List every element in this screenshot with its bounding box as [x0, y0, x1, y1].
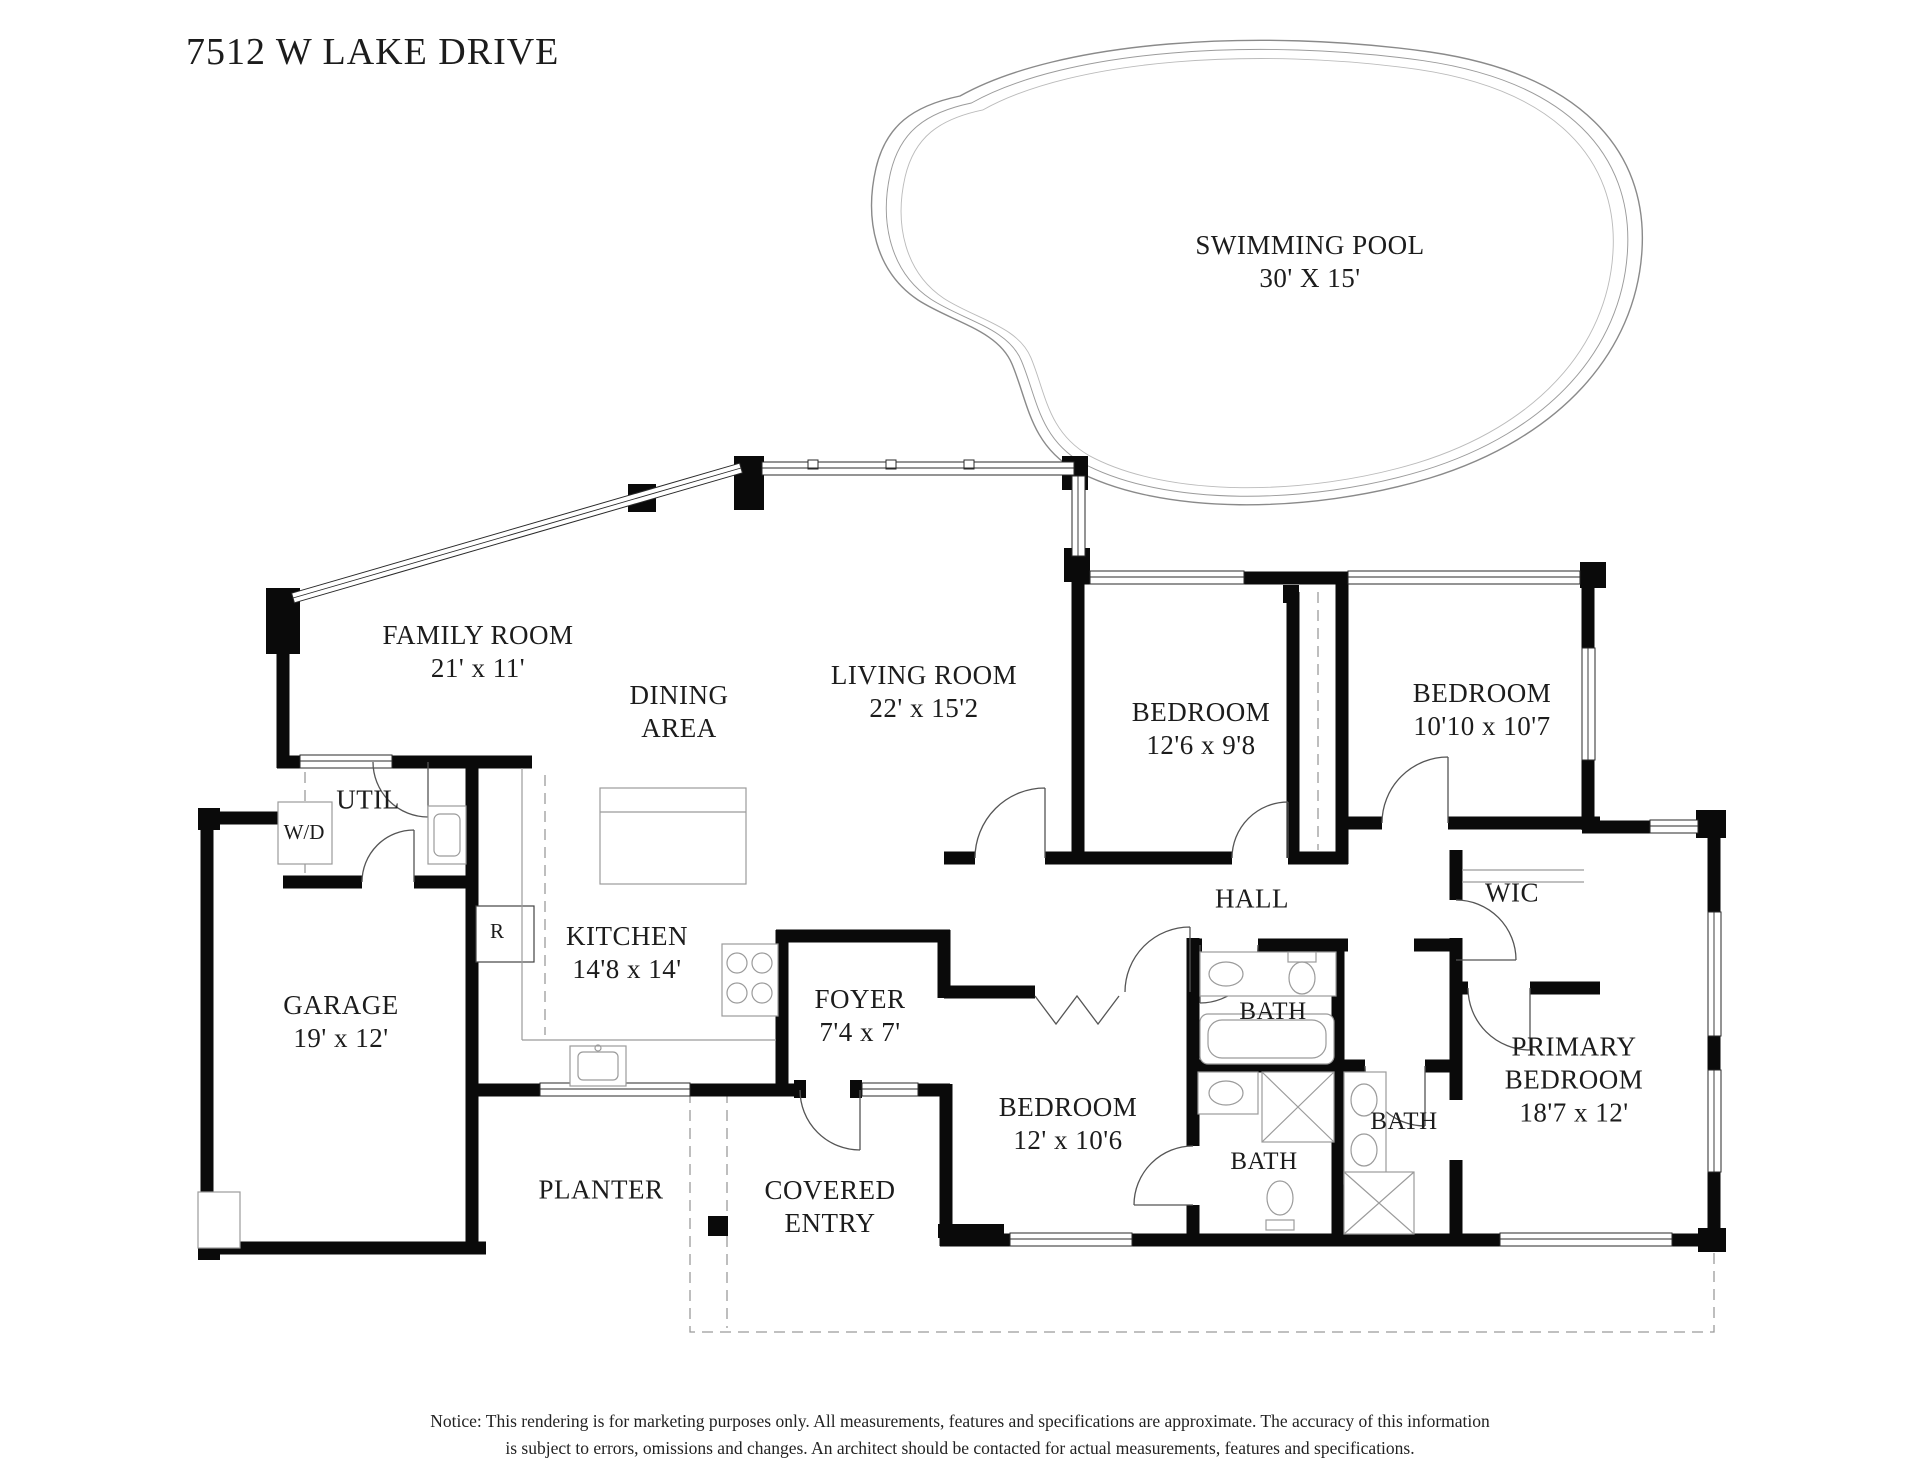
room-label-util: UTIL [336, 784, 400, 815]
refrigerator-label: R [489, 919, 504, 944]
washer-dryer-box [277, 801, 333, 865]
wic-shelves [1462, 869, 1584, 883]
room-label-hall: HALL [1215, 883, 1289, 914]
room-label-bedroom-b: BEDROOM 10'10 x 10'7 [1412, 678, 1552, 741]
room-label-primary-bedroom: PRIMARY BEDROOM 18'7 x 12' [1504, 1031, 1644, 1128]
porch-dashed-outline [304, 592, 1715, 1333]
room-label-bath-guest: BATH [1230, 1147, 1298, 1175]
window-mullions [292, 467, 1715, 1240]
plan-title: 7512 W LAKE DRIVE [186, 31, 560, 73]
room-label-bedroom-c: BEDROOM 12' x 10'6 [998, 1092, 1138, 1155]
pool-dims: 30' X 15' [1259, 263, 1361, 293]
room-label-living-room: LIVING ROOM 22' x 15'2 [830, 660, 1018, 723]
room-label-dining-area: DINING AREA [629, 680, 729, 743]
primary-vanity [1343, 1071, 1387, 1185]
room-label-bath-primary: BATH [1370, 1107, 1438, 1135]
washer-dryer-label: W/D [283, 820, 325, 845]
garage-unit [197, 1191, 241, 1249]
room-label-family-room: FAMILY ROOM 21' x 11' [382, 620, 574, 683]
dining-table [599, 787, 747, 885]
room-label-bath-hall: BATH [1239, 997, 1307, 1025]
disclaimer-line-2: is subject to errors, omissions and chan… [505, 1438, 1415, 1459]
refrigerator-box [475, 905, 535, 963]
disclaimer-line-1: Notice: This rendering is for marketing … [430, 1411, 1490, 1431]
pool-name: SWIMMING POOL [1195, 230, 1425, 261]
disclaimer-notice: Notice: This rendering is for marketing … [370, 1408, 1550, 1462]
room-label-planter: PLANTER [538, 1174, 664, 1205]
room-label-covered-entry: COVERED ENTRY [764, 1175, 896, 1238]
room-label-garage: GARAGE 19' x 12' [283, 990, 399, 1053]
room-label-bedroom-a: BEDROOM 12'6 x 9'8 [1131, 697, 1271, 760]
room-label-swimming-pool: SWIMMING POOL 30' X 15' [1150, 229, 1470, 295]
doors [361, 756, 1531, 1206]
room-label-foyer: FOYER 7'4 x 7' [814, 984, 906, 1047]
room-label-wic: WIC [1485, 877, 1539, 908]
pool-outline [870, 39, 1644, 506]
bathtub [1199, 1013, 1335, 1065]
wall-posts [198, 456, 1726, 1260]
guest-bath-sink [1197, 1071, 1259, 1115]
fixtures [197, 768, 1584, 1249]
room-label-kitchen: KITCHEN 14'8 x 14' [566, 921, 688, 984]
